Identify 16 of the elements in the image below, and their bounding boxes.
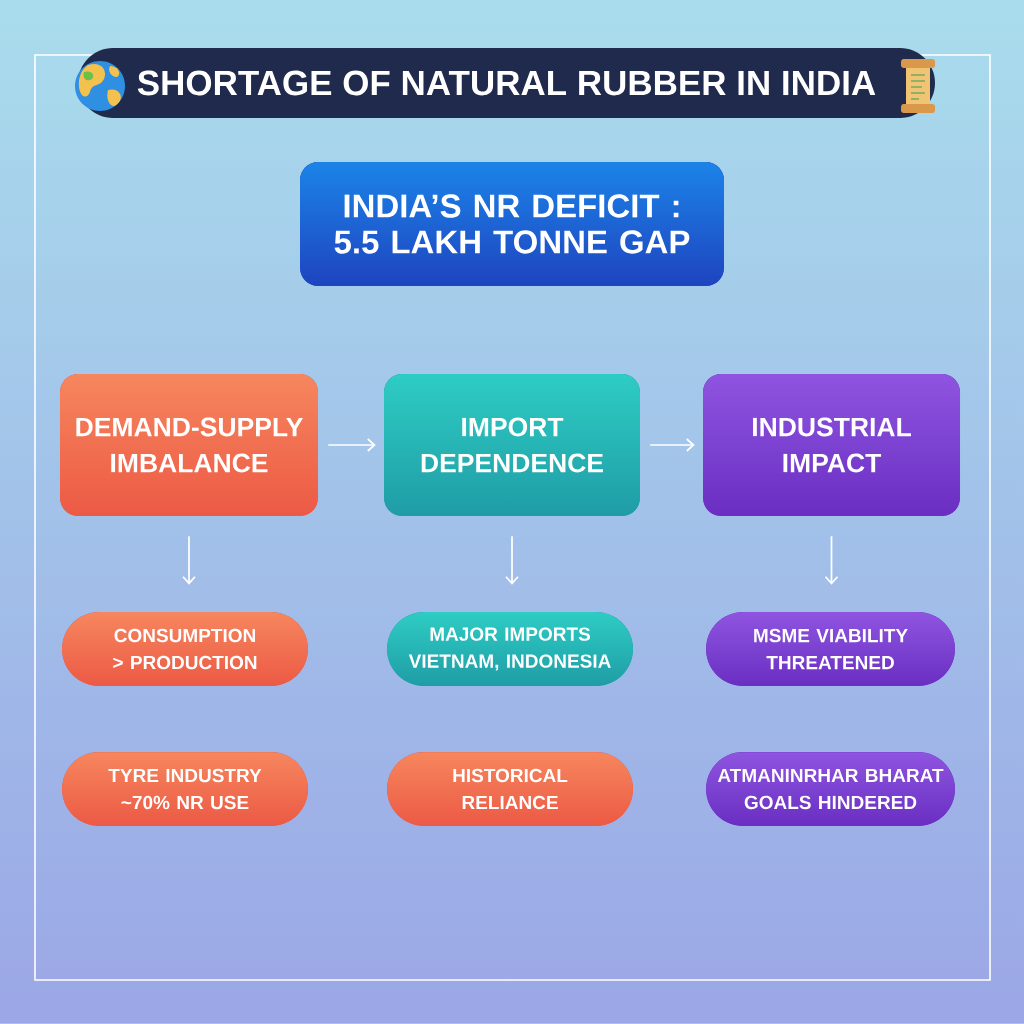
- category-box: INDUSTRIAL IMPACT: [703, 374, 960, 516]
- detail-pill: TYRE INDUSTRY ~70% NR USE: [62, 752, 308, 826]
- detail-pill: HISTORICAL RELIANCE: [387, 752, 633, 826]
- detail-pill: MAJOR IMPORTS VIETNAM, INDONESIA: [387, 612, 633, 686]
- arrow: [327, 438, 376, 452]
- summary-box: INDIA’S NR DEFICIT : 5.5 LAKH TONNE GAP: [300, 162, 724, 286]
- arrow: [182, 535, 196, 585]
- arrow: [505, 535, 519, 585]
- title-bar: SHORTAGE OF NATURAL RUBBER IN INDIA: [78, 48, 935, 118]
- category-box: IMPORT DEPENDENCE: [384, 374, 640, 516]
- category-box: DEMAND-SUPPLY IMBALANCE: [60, 374, 318, 516]
- arrow: [824, 535, 839, 585]
- arrow: [649, 438, 695, 452]
- detail-pill: CONSUMPTION > PRODUCTION: [62, 612, 308, 686]
- detail-pill: ATMANINRHAR BHARAT GOALS HINDERED: [706, 752, 955, 826]
- detail-pill: MSME VIABILITY THREATENED: [706, 612, 955, 686]
